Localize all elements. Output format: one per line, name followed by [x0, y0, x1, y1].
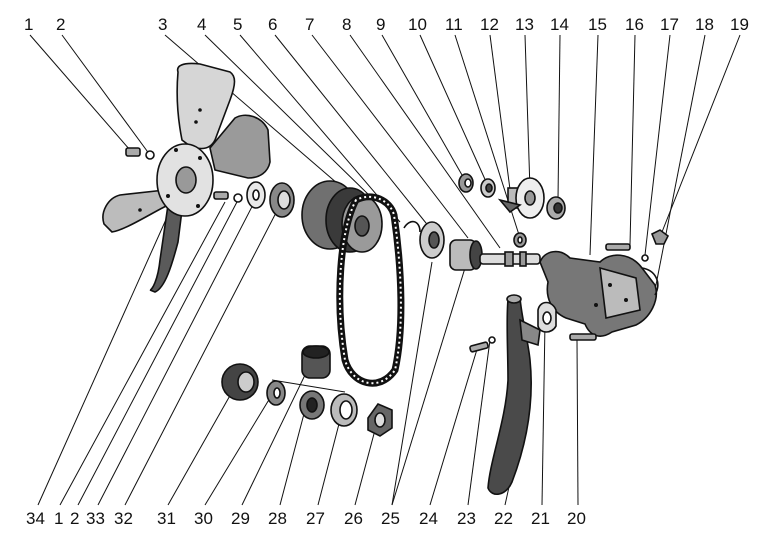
callout-bottom-32: 32: [114, 509, 133, 528]
callout-top-6: 6: [268, 15, 277, 34]
callout-bottom-28: 28: [268, 509, 287, 528]
callout-top-3: 3: [158, 15, 167, 34]
spacer-disk: [246, 181, 266, 209]
callout-bottom-30: 30: [194, 509, 213, 528]
pulley-bolt: [213, 191, 243, 203]
leader-lines-bottom: [37, 194, 579, 506]
outlet-pipe: [487, 294, 541, 495]
leader-lines-top: [29, 34, 741, 291]
impeller: [497, 177, 545, 219]
callout-bottom-27: 27: [306, 509, 325, 528]
callout-top-11: 11: [445, 15, 463, 34]
housing-bolts: [569, 229, 670, 341]
hub-flange: [269, 182, 295, 218]
callout-top-18: 18: [695, 15, 714, 34]
callout-bottom-1: 1: [54, 509, 63, 528]
callout-bottom-34: 34: [26, 509, 45, 528]
callout-top-17: 17: [660, 15, 679, 34]
callout-top-16: 16: [625, 15, 644, 34]
callout-top-10: 10: [408, 15, 427, 34]
callout-top-1: 1: [24, 15, 33, 34]
rear-bearing: [449, 239, 483, 271]
callout-bottom-31: 31: [157, 509, 176, 528]
callout-top-13: 13: [515, 15, 534, 34]
callout-bottom-29: 29: [231, 509, 250, 528]
callout-bottom-22: 22: [494, 509, 513, 528]
fan-bolt: [125, 147, 155, 160]
front-bearing: [419, 221, 445, 259]
callout-bottom-20: 20: [567, 509, 586, 528]
callout-bottom-21: 21: [531, 509, 550, 528]
pump-shaft: [479, 251, 541, 267]
pump-housing: [539, 250, 659, 337]
callout-top-14: 14: [550, 15, 569, 34]
callout-top-15: 15: [588, 15, 607, 34]
seal-rings: [458, 173, 496, 198]
callout-bottom-26: 26: [344, 509, 363, 528]
callout-top-12: 12: [480, 15, 499, 34]
callouts-top: 1 2 3 4 5 6 7 8 9 10 11 12 13 14 15 16 1…: [24, 15, 749, 34]
callout-top-4: 4: [197, 15, 206, 34]
callout-top-9: 9: [376, 15, 385, 34]
washer-small: [513, 232, 527, 248]
snap-ring: [403, 220, 421, 233]
fan-assembly: [102, 62, 271, 293]
callout-top-7: 7: [305, 15, 314, 34]
outlet-bolt: [469, 336, 496, 353]
callout-top-5: 5: [233, 15, 242, 34]
callout-bottom-24: 24: [419, 509, 438, 528]
tensioner-parts: [221, 345, 393, 437]
callouts-bottom: 34 1 2 33 32 31 30 29 28 27 26 25 24 23 …: [26, 509, 586, 528]
callout-bottom-23: 23: [457, 509, 476, 528]
callout-top-19: 19: [730, 15, 749, 34]
callout-top-2: 2: [56, 15, 65, 34]
bushing: [546, 196, 566, 220]
callout-top-8: 8: [342, 15, 351, 34]
outlet-gasket: [537, 301, 557, 333]
callout-bottom-25: 25: [381, 509, 400, 528]
v-belt: [336, 193, 405, 387]
callout-bottom-2: 2: [70, 509, 79, 528]
callout-bottom-33: 33: [86, 509, 105, 528]
